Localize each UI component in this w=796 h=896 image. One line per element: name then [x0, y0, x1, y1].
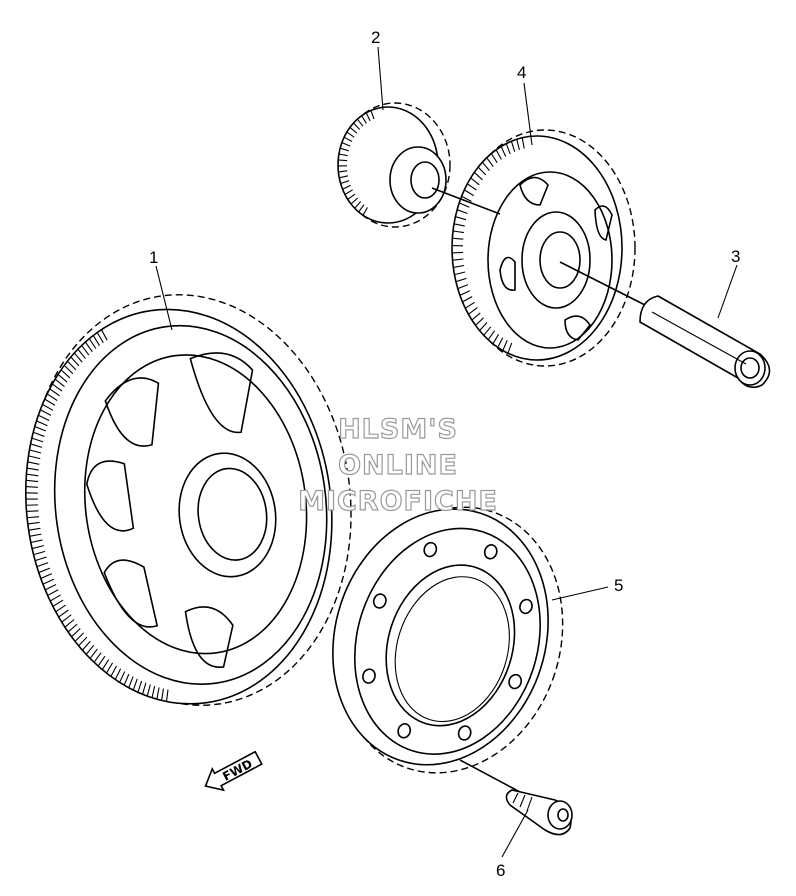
part-2-small-gear[interactable]	[337, 102, 451, 228]
part-6-bolt[interactable]	[505, 789, 573, 836]
assembly-line-2-4	[431, 187, 501, 215]
leader-1	[155, 265, 173, 331]
watermark-line-2: ONLINE	[338, 450, 458, 481]
watermark-line-1: HLSM'S	[338, 414, 458, 445]
callout-5: 5	[614, 576, 623, 595]
callout-2: 2	[371, 28, 380, 47]
part-4-idler-gear[interactable]	[451, 129, 636, 367]
part-3-shaft[interactable]	[639, 295, 771, 389]
callout-4: 4	[517, 63, 526, 82]
part-1-large-gear[interactable]	[0, 274, 377, 727]
leader-2	[377, 46, 384, 111]
watermark: HLSM'S ONLINE MICROFICHE	[297, 413, 498, 517]
leader-4	[523, 82, 533, 146]
part-5-one-way-clutch[interactable]	[299, 476, 596, 802]
leader-6	[501, 809, 529, 858]
callout-3: 3	[731, 247, 740, 266]
callout-1: 1	[149, 248, 158, 267]
leader-3	[717, 264, 738, 319]
watermark-line-3: MICROFICHE	[298, 486, 498, 517]
assembly-line-4-3	[559, 261, 646, 306]
callout-6: 6	[496, 861, 505, 880]
assembly-line-5-6	[459, 759, 521, 793]
leader-5	[551, 586, 609, 601]
fwd-direction-arrow: FWD	[204, 750, 263, 792]
